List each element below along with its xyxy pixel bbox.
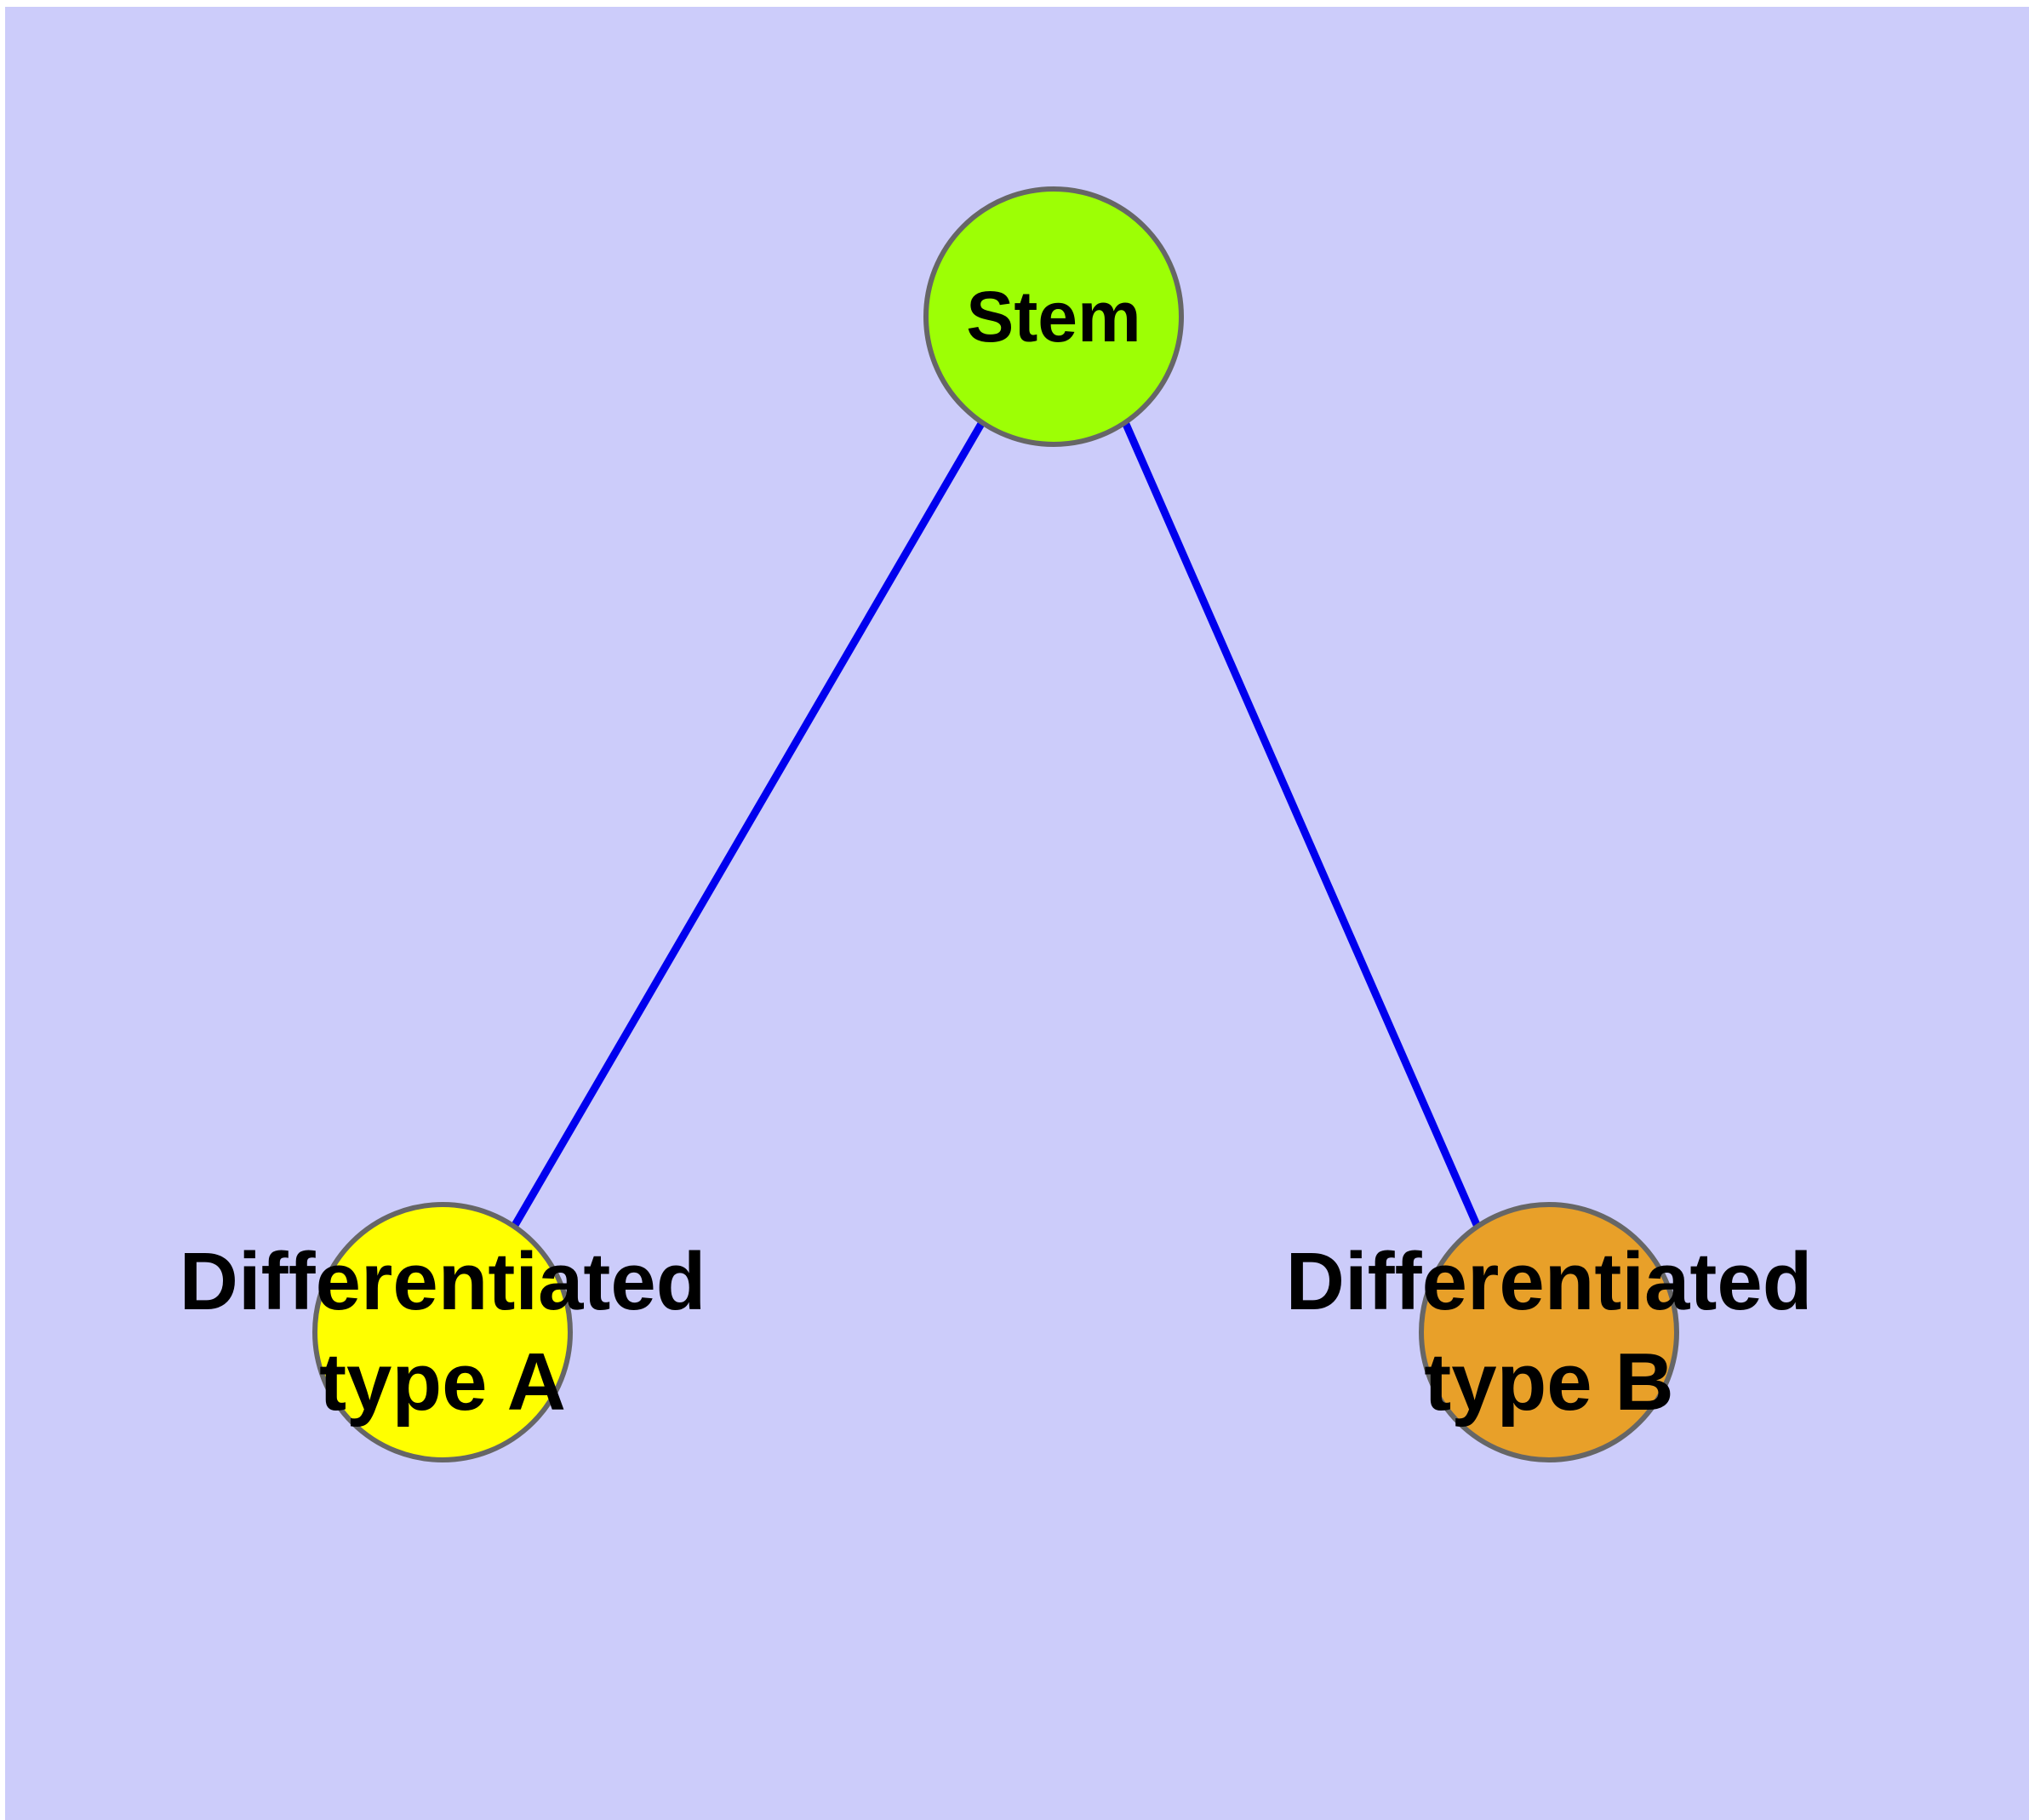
graph-node-diff-b[interactable]: [1419, 1202, 1679, 1462]
graph-edge-stem-to-a[interactable]: [511, 420, 986, 1229]
graph-node-diff-a[interactable]: [312, 1202, 573, 1462]
graph-node-stem[interactable]: [923, 186, 1184, 447]
edge-layer: [511, 420, 1482, 1229]
graph-edge-stem-to-b[interactable]: [1121, 421, 1482, 1228]
node-layer: [312, 186, 1679, 1462]
